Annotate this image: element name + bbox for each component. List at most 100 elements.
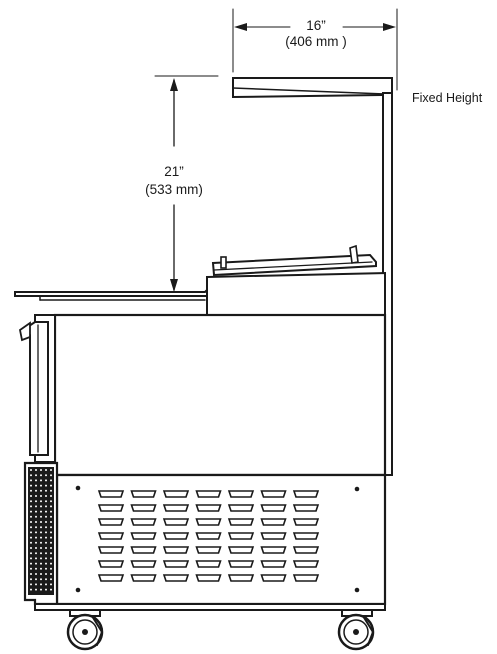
grille-dot [40, 552, 42, 555]
width-arrowhead-left [234, 23, 247, 31]
louver-slot [162, 532, 190, 540]
grille-dot [40, 521, 42, 523]
caster-left-hub [82, 629, 88, 635]
grille-dot [35, 567, 37, 570]
louver-slot [195, 504, 222, 512]
louver-slot [195, 518, 222, 526]
grille-dot [45, 484, 47, 487]
grille-dot [35, 547, 37, 549]
grille-dot [50, 515, 52, 518]
width-imperial-label: 16” [306, 18, 326, 33]
height-arrowhead-bottom [170, 279, 178, 292]
louver-slot [130, 504, 157, 512]
grille-dot [40, 567, 42, 570]
grille-dot [35, 536, 37, 539]
grille-dot [35, 489, 37, 492]
grille-dot [50, 552, 52, 555]
grille-dot [40, 578, 42, 581]
grille-dot [35, 588, 37, 591]
grille-dot [45, 531, 47, 534]
grille-dot [40, 474, 42, 477]
cutting-board-top [14, 287, 208, 297]
grille-dot [45, 510, 47, 513]
grille-dot [50, 567, 52, 570]
louver-slot [162, 518, 190, 526]
door-handle [21, 321, 49, 456]
grille-dot [35, 500, 37, 503]
grille-dot [30, 515, 32, 518]
grille-dot [35, 583, 37, 586]
grille-dot [50, 526, 52, 529]
caster-right-hub [353, 629, 359, 635]
grille-dot [45, 536, 47, 539]
grille-dot [30, 484, 32, 487]
grille-dot [35, 573, 37, 575]
louver-slot [195, 532, 222, 540]
grille-dot [50, 489, 52, 492]
height-imperial-label: 21” [164, 164, 184, 179]
louver-slot [260, 546, 287, 554]
grille-dot [30, 557, 32, 560]
grille-dot [40, 541, 42, 544]
cutting-board [14, 287, 208, 301]
louver-slot [227, 560, 255, 568]
grille-dot [45, 588, 47, 591]
grille-dot [40, 489, 42, 492]
panel-screw-bottom-left [75, 587, 81, 593]
base-frame [34, 603, 386, 611]
prep-top [206, 244, 386, 316]
height-dimension: 21” (533 mm) [145, 75, 219, 292]
louver-slot [260, 560, 287, 568]
louver-slot [162, 560, 190, 568]
grille-dot [30, 479, 32, 482]
lid-handle-right [349, 244, 359, 264]
grille-dot [45, 578, 47, 581]
grille-dot [30, 578, 32, 581]
width-metric-label: (406 mm ) [285, 34, 347, 49]
grille-dot [30, 541, 32, 544]
grille-dot [35, 510, 37, 513]
grille-dot [30, 552, 32, 555]
louver-slot [162, 504, 190, 512]
grille-dot [35, 526, 37, 529]
side-grille [23, 461, 59, 606]
grille-dot [35, 578, 37, 581]
grille-dot [50, 536, 52, 539]
louver-slot [227, 546, 255, 554]
grille-dot [50, 505, 52, 508]
grille-dot [30, 489, 32, 492]
louver-slots [97, 490, 320, 582]
grille-dot [50, 562, 52, 565]
louver-slot [227, 490, 255, 498]
grille-dot [45, 583, 47, 586]
grille-dot [40, 531, 42, 534]
grille-dot [40, 505, 42, 508]
grille-dot [50, 573, 52, 575]
louver-slot [292, 574, 320, 582]
grille-dot [50, 495, 52, 497]
grille-dot [40, 588, 42, 591]
grille-dot [30, 567, 32, 570]
louver-slot [260, 490, 287, 498]
louver-slot [195, 560, 222, 568]
louver-slot [227, 518, 255, 526]
panel-screw-bottom-right [354, 587, 360, 593]
louver-slot [227, 504, 255, 512]
grille-dot [45, 515, 47, 518]
louver-slot [130, 518, 157, 526]
grille-dot [30, 474, 32, 477]
caster-left-fork [91, 615, 103, 646]
grille-dot [30, 469, 32, 471]
grille-dot [35, 495, 37, 497]
lid-hinge-left [220, 256, 227, 269]
grille-dot [30, 536, 32, 539]
width-arrowhead-right [383, 23, 396, 31]
grille-dot [40, 583, 42, 586]
grille-dot [45, 562, 47, 565]
grille-dot [30, 521, 32, 523]
grille-dot [35, 474, 37, 477]
grille-dot [45, 552, 47, 555]
grille-dot [50, 469, 52, 471]
grille-dot [35, 484, 37, 487]
